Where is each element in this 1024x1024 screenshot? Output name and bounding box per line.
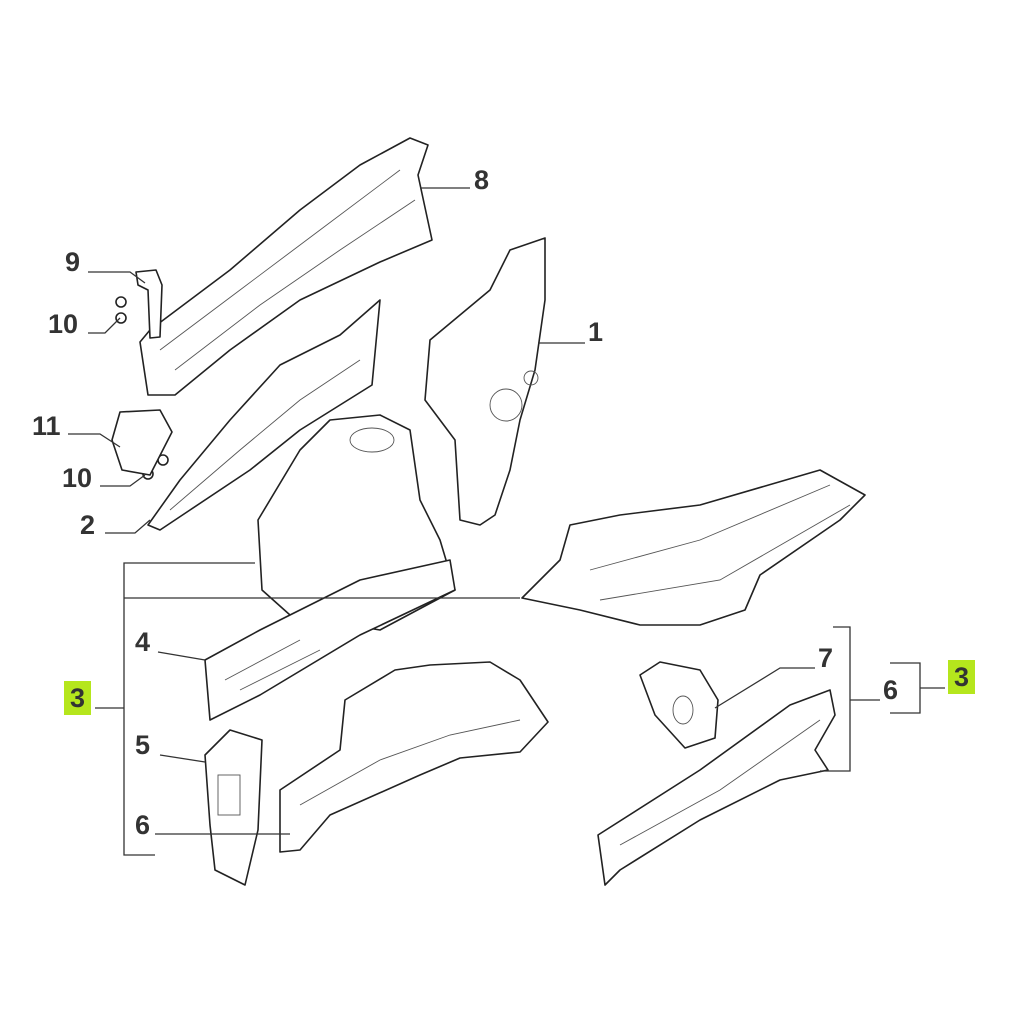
- callout-5: 5: [135, 730, 151, 760]
- callout-2: 2: [80, 510, 96, 540]
- part-6-left-rail[interactable]: [279, 661, 549, 853]
- callout-9: 9: [65, 247, 81, 277]
- part-11-bracket[interactable]: [111, 409, 173, 476]
- part-4-sill[interactable]: [204, 559, 456, 721]
- part-2-panel[interactable]: [147, 299, 381, 531]
- leader-lines: [68, 187, 945, 856]
- callout-8: 8: [474, 165, 490, 195]
- part-5-pillar[interactable]: [204, 729, 263, 886]
- callout-6-right: 6: [883, 675, 899, 705]
- callout-3-right-highlighted[interactable]: 3: [948, 660, 976, 694]
- part-9-bracket[interactable]: [135, 269, 163, 339]
- callout-10-upper: 10: [48, 309, 79, 339]
- callout-3-left-highlighted[interactable]: 3: [64, 681, 92, 715]
- callout-6-left: 6: [135, 810, 151, 840]
- part-6-right-rail[interactable]: [597, 689, 836, 886]
- callout-7: 7: [818, 643, 834, 673]
- callout-1: 1: [588, 317, 604, 347]
- callout-11: 11: [32, 411, 61, 441]
- part-1-wheelhouse[interactable]: [424, 237, 546, 526]
- part-8-rail[interactable]: [139, 137, 433, 396]
- part-7-bracket[interactable]: [639, 661, 719, 749]
- callout-10-lower: 10: [62, 463, 93, 493]
- callout-4: 4: [135, 627, 151, 657]
